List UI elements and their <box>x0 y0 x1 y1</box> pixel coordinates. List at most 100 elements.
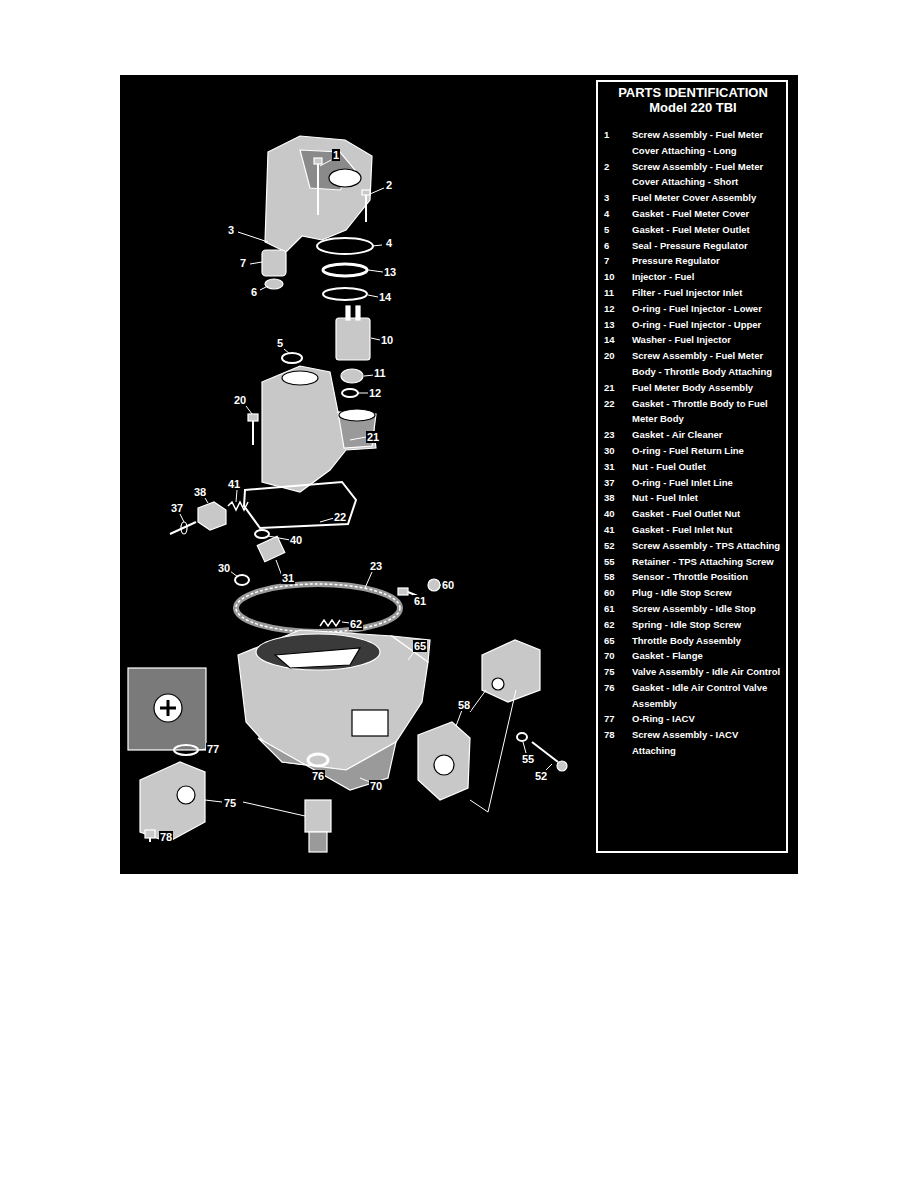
part-number: 3 <box>604 190 632 206</box>
table-row: 22Gasket - Throttle Body to Fuel Meter B… <box>604 396 782 428</box>
callout-number: 20 <box>233 394 247 406</box>
table-row: 76Gasket - Idle Air Control Valve Assemb… <box>604 680 782 712</box>
callout-number: 7 <box>239 257 247 269</box>
table-row: 61Screw Assembly - Idle Stop <box>604 601 782 617</box>
part-name: Injector - Fuel <box>632 269 782 285</box>
part-name: Sensor - Throttle Position <box>632 569 782 585</box>
callout-number: 6 <box>250 286 258 298</box>
table-row: 6Seal - Pressure Regulator <box>604 238 782 254</box>
part-name: Screw Assembly - Fuel Meter Cover Attach… <box>632 127 782 159</box>
parts-table-panel: PARTS IDENTIFICATION Model 220 TBI1Screw… <box>596 80 788 853</box>
part-name: Gasket - Air Cleaner <box>632 427 782 443</box>
part-number: 2 <box>604 159 632 191</box>
part-number: 70 <box>604 648 632 664</box>
part-number: 76 <box>604 680 632 712</box>
table-row: 52Screw Assembly - TPS Attaching <box>604 538 782 554</box>
part-number: 22 <box>604 396 632 428</box>
part-name: Gasket - Flange <box>632 648 782 664</box>
part-number: 75 <box>604 664 632 680</box>
part-name: Gasket - Fuel Meter Cover <box>632 206 782 222</box>
callout-number: 62 <box>349 618 363 630</box>
part-number: 1 <box>604 127 632 159</box>
table-row: 37O-ring - Fuel Inlet Line <box>604 475 782 491</box>
callout-number: 12 <box>368 387 382 399</box>
table-row: 78Screw Assembly - IACV Attaching <box>604 727 782 759</box>
callout-number: 60 <box>441 579 455 591</box>
table-row: 31Nut - Fuel Outlet <box>604 459 782 475</box>
black-ground <box>120 75 798 874</box>
part-number: 13 <box>604 317 632 333</box>
table-row: 1Screw Assembly - Fuel Meter Cover Attac… <box>604 127 782 159</box>
part-name: Nut - Fuel Outlet <box>632 459 782 475</box>
part-name: O-ring - Fuel Inlet Line <box>632 475 782 491</box>
part-name: O-ring - Fuel Injector - Upper <box>632 317 782 333</box>
callout-number: 1 <box>332 149 340 161</box>
part-number: 6 <box>604 238 632 254</box>
callout-number: 3 <box>227 224 235 236</box>
callout-number: 76 <box>311 770 325 782</box>
leader-lines <box>158 160 552 837</box>
part-name: Seal - Pressure Regulator <box>632 238 782 254</box>
callout-number: 52 <box>534 770 548 782</box>
part-name: Gasket - Fuel Outlet Nut <box>632 506 782 522</box>
callout-number: 65 <box>413 640 427 652</box>
part-name: Throttle Body Assembly <box>632 633 782 649</box>
part-number: 77 <box>604 711 632 727</box>
part-name: O-Ring - IACV <box>632 711 782 727</box>
callout-number: 70 <box>369 780 383 792</box>
table-row: 11Filter - Fuel Injector Inlet <box>604 285 782 301</box>
callout-number: 37 <box>170 502 184 514</box>
table-row: 75Valve Assembly - Idle Air Control <box>604 664 782 680</box>
callout-number: 13 <box>383 266 397 278</box>
callout-number: 2 <box>385 179 393 191</box>
callout-number: 40 <box>289 534 303 546</box>
callout-number: 75 <box>223 797 237 809</box>
callout-number: 22 <box>333 511 347 523</box>
part-name: Screw Assembly - Idle Stop <box>632 601 782 617</box>
table-row: 60Plug - Idle Stop Screw <box>604 585 782 601</box>
table-row: 41Gasket - Fuel Inlet Nut <box>604 522 782 538</box>
part-number: 55 <box>604 554 632 570</box>
table-row: 62Spring - Idle Stop Screw <box>604 617 782 633</box>
callout-number: 21 <box>366 431 380 443</box>
table-row: 58Sensor - Throttle Position <box>604 569 782 585</box>
callout-number: 14 <box>378 291 392 303</box>
part-name: Gasket - Idle Air Control Valve Assembly <box>632 680 782 712</box>
part-number: 65 <box>604 633 632 649</box>
part-name: Nut - Fuel Inlet <box>632 490 782 506</box>
table-heading: PARTS IDENTIFICATION Model 220 TBI <box>604 85 782 115</box>
table-row: 38Nut - Fuel Inlet <box>604 490 782 506</box>
callout-number: 77 <box>206 743 220 755</box>
part-number: 7 <box>604 253 632 269</box>
table-row: 65Throttle Body Assembly <box>604 633 782 649</box>
part-number: 31 <box>604 459 632 475</box>
table-row: 3Fuel Meter Cover Assembly <box>604 190 782 206</box>
part-number: 20 <box>604 348 632 380</box>
table-row: 10Injector - Fuel <box>604 269 782 285</box>
table-row: 70Gasket - Flange <box>604 648 782 664</box>
callout-number: 41 <box>227 478 241 490</box>
table-row: 21Fuel Meter Body Assembly <box>604 380 782 396</box>
table-row: 30O-ring - Fuel Return Line <box>604 443 782 459</box>
part-number: 40 <box>604 506 632 522</box>
part-name: Fuel Meter Body Assembly <box>632 380 782 396</box>
part-name: Gasket - Throttle Body to Fuel Meter Bod… <box>632 396 782 428</box>
part-number: 23 <box>604 427 632 443</box>
part-name: Filter - Fuel Injector Inlet <box>632 285 782 301</box>
part-name: Screw Assembly - Fuel Meter Cover Attach… <box>632 159 782 191</box>
part-name: Washer - Fuel Injector <box>632 332 782 348</box>
table-row: 7Pressure Regulator <box>604 253 782 269</box>
callout-number: 55 <box>521 753 535 765</box>
table-row: 4Gasket - Fuel Meter Cover <box>604 206 782 222</box>
callout-number: 61 <box>413 595 427 607</box>
table-row: 5Gasket - Fuel Meter Outlet <box>604 222 782 238</box>
part-name: Gasket - Fuel Inlet Nut <box>632 522 782 538</box>
part-number: 60 <box>604 585 632 601</box>
part-name: Valve Assembly - Idle Air Control <box>632 664 782 680</box>
part-number: 52 <box>604 538 632 554</box>
table-row: 40Gasket - Fuel Outlet Nut <box>604 506 782 522</box>
part-name: Fuel Meter Cover Assembly <box>632 190 782 206</box>
callout-number: 4 <box>385 237 393 249</box>
part-name: Screw Assembly - Fuel Meter Body - Throt… <box>632 348 782 380</box>
callout-number: 23 <box>369 560 383 572</box>
